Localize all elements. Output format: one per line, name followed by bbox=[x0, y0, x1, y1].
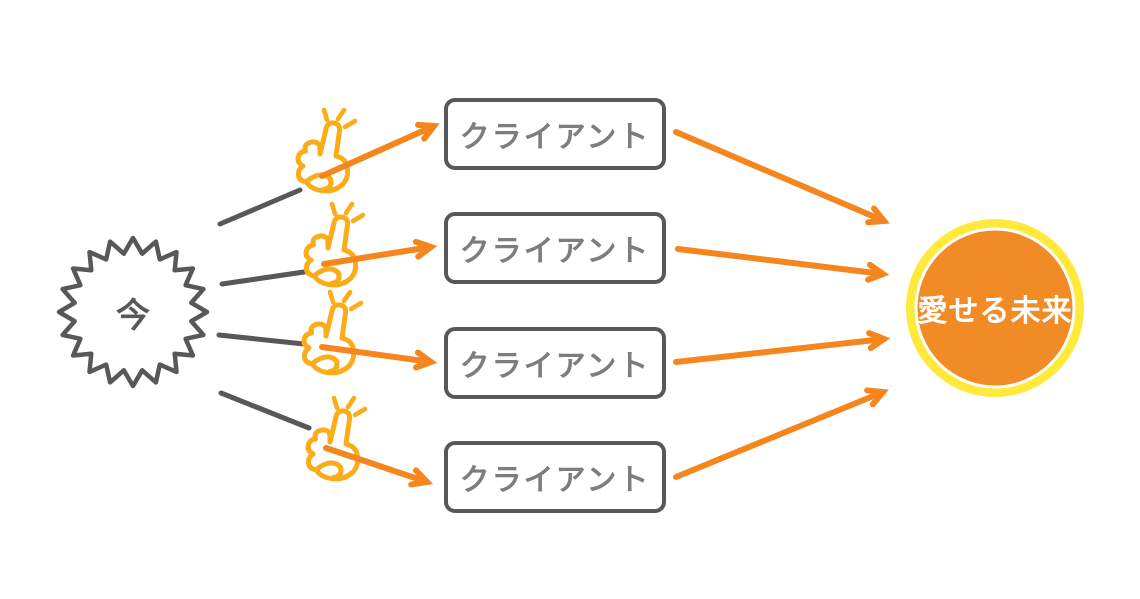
arrow-right-icon bbox=[323, 445, 434, 488]
now-starburst-shape bbox=[56, 235, 210, 389]
gray-line-4 bbox=[218, 390, 312, 431]
gray-line-3 bbox=[216, 332, 307, 347]
hand-to-client-arrows bbox=[319, 121, 440, 488]
arrow-right-icon bbox=[321, 238, 438, 267]
future-node-label: 愛せる未来 bbox=[917, 295, 1073, 328]
pointing-finger-icon bbox=[304, 292, 361, 373]
pointing-finger-icon bbox=[308, 398, 365, 479]
client-node-3: クライアント bbox=[444, 327, 666, 399]
arrow-right-icon bbox=[319, 344, 438, 371]
now-node-label: 今 bbox=[116, 296, 150, 335]
client-node-1: クライアント bbox=[444, 98, 666, 170]
arrow-right-icon bbox=[673, 387, 889, 480]
arrow-right-icon bbox=[319, 121, 440, 179]
pointing-finger-icon bbox=[298, 110, 355, 191]
client-node-label: クライアント bbox=[459, 350, 651, 383]
gray-line-1 bbox=[217, 187, 303, 227]
now-to-client-lines bbox=[216, 187, 312, 431]
gray-line-2 bbox=[219, 269, 307, 287]
arrow-right-icon bbox=[673, 129, 890, 226]
arrow-right-icon bbox=[673, 330, 891, 365]
client-to-future-arrows bbox=[673, 129, 891, 480]
future-circle-shape bbox=[906, 219, 1084, 397]
client-node-label: クライアント bbox=[459, 121, 651, 154]
client-node-label: クライアント bbox=[459, 464, 651, 497]
future-fill bbox=[914, 227, 1076, 389]
arrow-right-icon bbox=[675, 246, 890, 283]
client-node-2: クライアント bbox=[444, 212, 666, 284]
client-node-label: クライアント bbox=[459, 235, 651, 268]
client-node-4: クライアント bbox=[444, 441, 666, 513]
pointing-finger-icon bbox=[306, 204, 363, 285]
